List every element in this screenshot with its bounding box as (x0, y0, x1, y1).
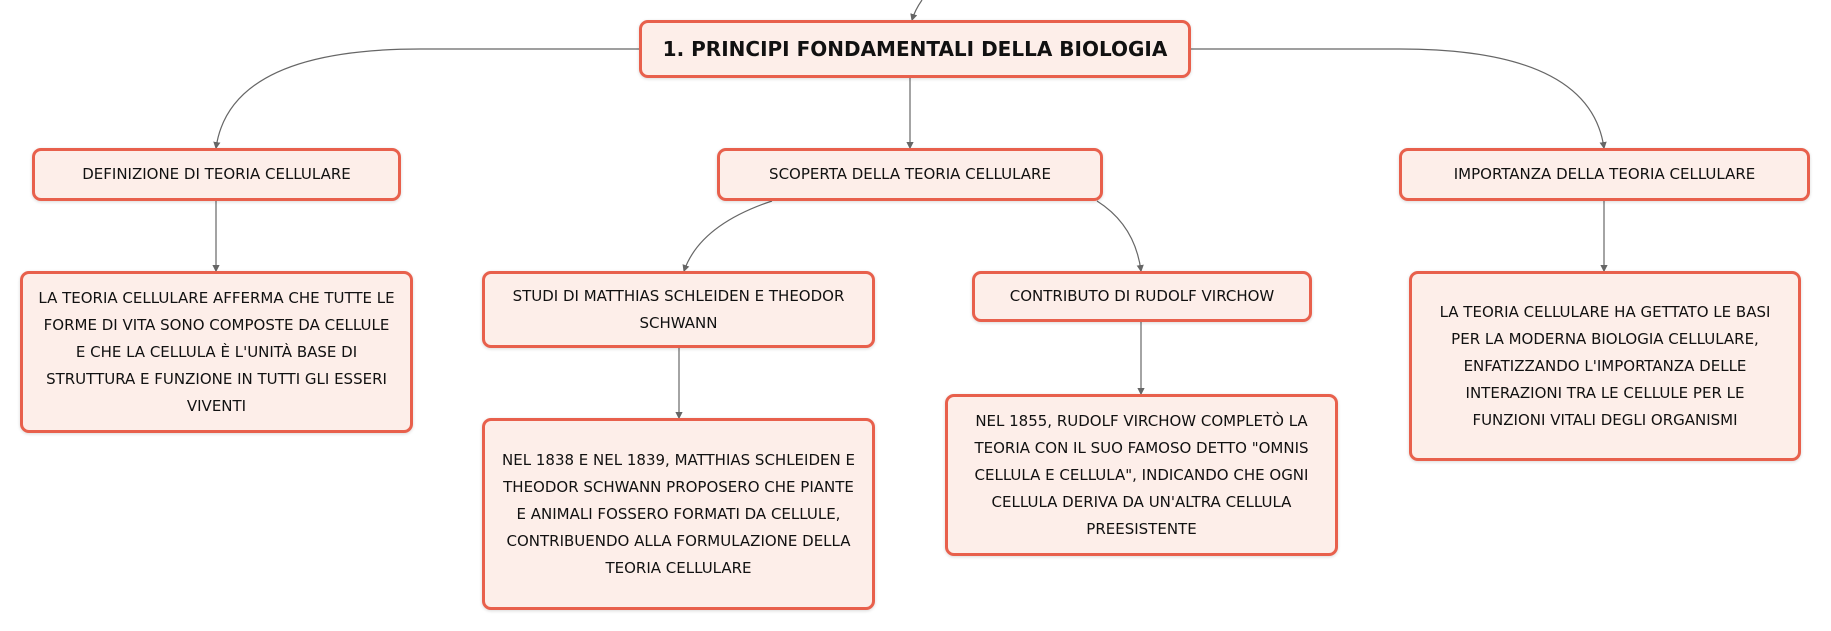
studi-detail[interactable]: NEL 1838 E NEL 1839, MATTHIAS SCHLEIDEN … (482, 418, 875, 610)
importanza-detail[interactable]: LA TEORIA CELLULARE HA GETTATO LE BASI P… (1409, 271, 1801, 461)
definizione-detail[interactable]: LA TEORIA CELLULARE AFFERMA CHE TUTTE LE… (20, 271, 413, 433)
edge-parent-root (910, 0, 923, 22)
edge-root-importanza (1191, 48, 1607, 150)
topic-scoperta[interactable]: SCOPERTA DELLA TEORIA CELLULARE (717, 148, 1103, 201)
topic-importanza[interactable]: IMPORTANZA DELLA TEORIA CELLULARE (1399, 148, 1810, 201)
edge-root-definizione (213, 48, 639, 150)
virchow-detail[interactable]: NEL 1855, RUDOLF VIRCHOW COMPLETÒ LA TEO… (945, 394, 1338, 556)
edge-scoperta-studi (682, 200, 773, 273)
topic-studi-schleiden-schwann[interactable]: STUDI DI MATTHIAS SCHLEIDEN E THEODOR SC… (482, 271, 875, 348)
root-topic[interactable]: 1. PRINCIPI FONDAMENTALI DELLA BIOLOGIA (639, 20, 1191, 78)
edge-scoperta-virchow (1096, 200, 1144, 273)
topic-contributo-virchow[interactable]: CONTRIBUTO DI RUDOLF VIRCHOW (972, 271, 1312, 322)
topic-definizione[interactable]: DEFINIZIONE DI TEORIA CELLULARE (32, 148, 401, 201)
